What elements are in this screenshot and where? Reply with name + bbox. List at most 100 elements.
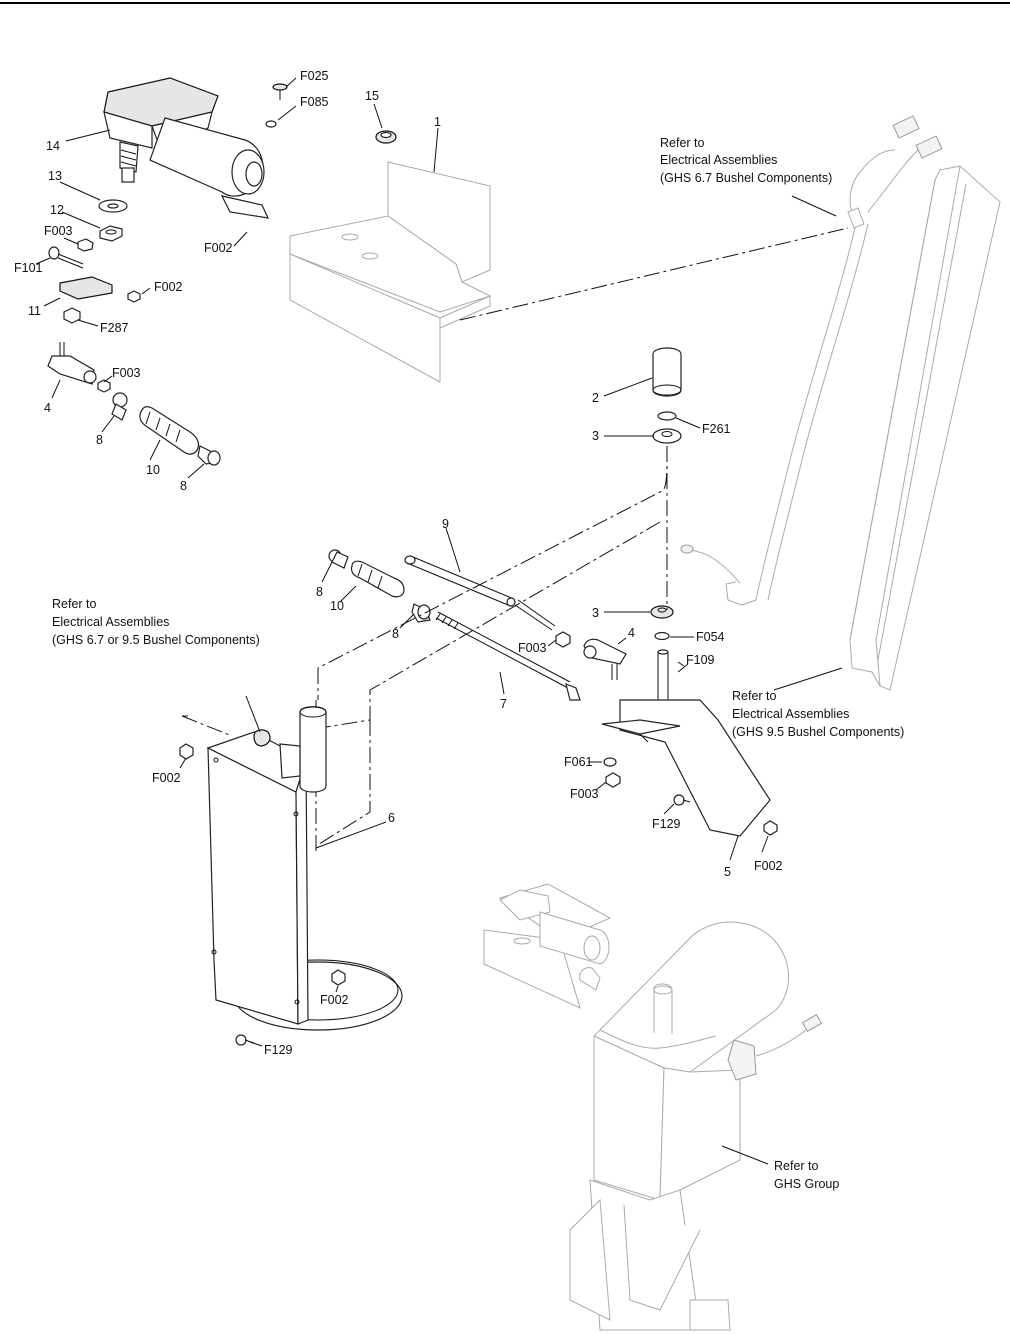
part-2-cap bbox=[652, 347, 682, 397]
part-15-grommet bbox=[375, 130, 397, 144]
callout-8-a: 8 bbox=[96, 433, 103, 447]
part-3-spacer-b bbox=[650, 605, 674, 619]
callout-10-a: 10 bbox=[146, 463, 160, 477]
callout-f002-d: F002 bbox=[152, 771, 181, 785]
fastener-f261-washer bbox=[657, 411, 677, 421]
part-3-spacer-a bbox=[652, 428, 682, 444]
part-14-wiper-motor bbox=[103, 77, 270, 219]
fastener-f101-bolt bbox=[48, 246, 84, 269]
callout-f003-b: F003 bbox=[112, 366, 141, 380]
part-10-rubber-tube-b bbox=[350, 560, 405, 598]
electrical-harness-6-7 bbox=[680, 115, 943, 606]
part-7-bolt-rod bbox=[435, 611, 581, 701]
callout-f085: F085 bbox=[300, 95, 329, 109]
callout-f061: F061 bbox=[564, 755, 593, 769]
ref-right-line-1: Refer to bbox=[732, 689, 777, 703]
ref-note-top: Refer to Electrical Assemblies (GHS 6.7 … bbox=[660, 136, 832, 185]
part-9-rod bbox=[404, 555, 556, 631]
ref-note-ghs: Refer to GHS Group bbox=[774, 1159, 839, 1191]
fastener-f003-nut-d bbox=[605, 772, 621, 788]
part-10-rubber-tube-a bbox=[139, 406, 200, 455]
callout-f002-c: F002 bbox=[754, 859, 783, 873]
ref-right-line-3: (GHS 9.5 Bushel Components) bbox=[732, 725, 904, 739]
callout-4-b: 4 bbox=[628, 626, 635, 640]
part-13-washer-hole bbox=[107, 203, 119, 209]
callout-f129-b: F129 bbox=[264, 1043, 293, 1057]
ref-left-line-2: Electrical Assemblies bbox=[52, 615, 169, 629]
fastener-f129-bolt-a bbox=[673, 794, 691, 806]
part-rail-channel bbox=[849, 165, 1001, 691]
fastener-f002-nut-b bbox=[127, 290, 141, 303]
fastener-f025-screw bbox=[272, 83, 288, 100]
part-1-mount-bracket bbox=[289, 161, 492, 383]
fastener-f061-washer bbox=[603, 757, 617, 767]
ref-note-right: Refer to Electrical Assemblies (GHS 9.5 … bbox=[732, 689, 904, 739]
ref-ghs-line-2: GHS Group bbox=[774, 1177, 839, 1191]
callout-f025: F025 bbox=[300, 69, 329, 83]
ref-left-line-1: Refer to bbox=[52, 597, 97, 611]
fastener-f002-nut-d bbox=[179, 743, 194, 760]
callout-14: 14 bbox=[46, 139, 60, 153]
callout-f003-d: F003 bbox=[570, 787, 599, 801]
callout-f003-a: F003 bbox=[44, 224, 73, 238]
fastener-f002-nut-c bbox=[763, 820, 778, 836]
callout-f002-b: F002 bbox=[154, 280, 183, 294]
callout-10-b: 10 bbox=[330, 599, 344, 613]
callout-labels: 14 13 12 F003 F101 F025 F085 F002 F002 1… bbox=[14, 69, 783, 1057]
callout-2: 2 bbox=[592, 391, 599, 405]
callout-f002-a: F002 bbox=[204, 241, 233, 255]
callout-f003-c: F003 bbox=[518, 641, 547, 655]
fastener-f287-nut bbox=[63, 307, 81, 324]
fastener-f002-nut-e bbox=[331, 969, 346, 986]
callout-4-a: 4 bbox=[44, 401, 51, 415]
callout-9: 9 bbox=[442, 517, 449, 531]
part-11-clamp-block bbox=[59, 276, 113, 300]
ref-top-line-3: (GHS 6.7 Bushel Components) bbox=[660, 171, 832, 185]
callout-5: 5 bbox=[724, 865, 731, 879]
fastener-f109-pin bbox=[677, 663, 689, 673]
callout-f129-a: F129 bbox=[652, 817, 681, 831]
part-8-bushing-c bbox=[328, 549, 349, 569]
callout-f261: F261 bbox=[702, 422, 731, 436]
part-6-chute-base bbox=[206, 706, 403, 1031]
part-5-deflector bbox=[601, 649, 771, 837]
callout-7: 7 bbox=[500, 697, 507, 711]
callout-f101: F101 bbox=[14, 261, 43, 275]
ref-right-line-2: Electrical Assemblies bbox=[732, 707, 849, 721]
fastener-f003-nut-c bbox=[555, 631, 571, 648]
callout-f287: F287 bbox=[100, 321, 129, 335]
ref-top-line-2: Electrical Assemblies bbox=[660, 153, 777, 167]
header-rule bbox=[0, 2, 1010, 4]
part-8-bushing-d bbox=[411, 603, 431, 623]
part-8-bushing-b bbox=[197, 445, 221, 466]
fastener-f003-nut-b bbox=[97, 379, 111, 393]
fastener-f085-washer bbox=[265, 120, 277, 128]
leader-lines bbox=[35, 77, 843, 1165]
callout-8-d: 8 bbox=[392, 627, 399, 641]
ref-top-line-1: Refer to bbox=[660, 136, 705, 150]
ref-left-line-3: (GHS 6.7 or 9.5 Bushel Components) bbox=[52, 633, 260, 647]
callout-12: 12 bbox=[50, 203, 64, 217]
part-8-bushing-a bbox=[111, 392, 128, 421]
callout-11: 11 bbox=[28, 304, 41, 318]
ghs-assembly-ghost bbox=[483, 883, 823, 1331]
fastener-f003-nut-a bbox=[77, 238, 94, 252]
ref-ghs-line-1: Refer to bbox=[774, 1159, 819, 1173]
part-12-nut bbox=[99, 225, 123, 242]
callout-6: 6 bbox=[388, 811, 395, 825]
part-4-rod-end-b bbox=[583, 638, 627, 680]
callout-13: 13 bbox=[48, 169, 62, 183]
fastener-f129-bolt-b bbox=[235, 1034, 255, 1046]
callout-f002-e: F002 bbox=[320, 993, 349, 1007]
callout-3-b: 3 bbox=[592, 606, 599, 620]
fastener-f054-washer bbox=[654, 631, 670, 641]
callout-15: 15 bbox=[365, 89, 379, 103]
callout-f054: F054 bbox=[696, 630, 725, 644]
callout-3-a: 3 bbox=[592, 429, 599, 443]
callout-1: 1 bbox=[434, 115, 441, 129]
callout-8-c: 8 bbox=[316, 585, 323, 599]
callout-f109: F109 bbox=[686, 653, 715, 667]
ref-note-left: Refer to Electrical Assemblies (GHS 6.7 … bbox=[52, 597, 260, 647]
